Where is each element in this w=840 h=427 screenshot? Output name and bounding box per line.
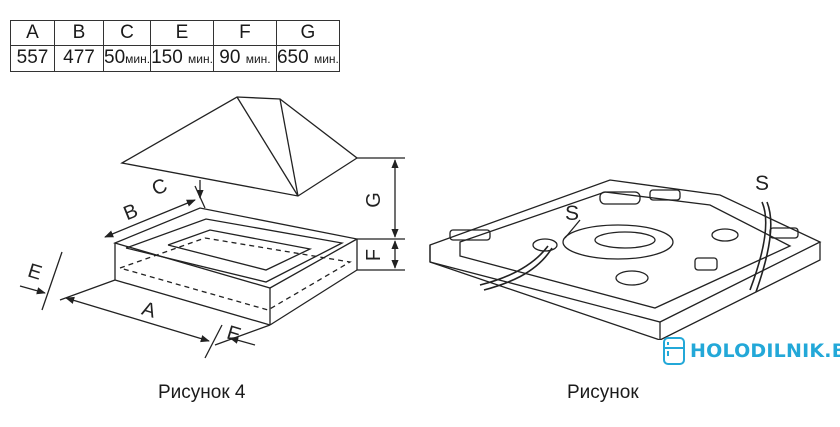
dim-label-g: G [363,192,385,208]
caption-figure-right: Рисунок [567,382,639,403]
hob-features [449,189,799,286]
value-f: 90 [219,47,246,68]
dimension-lines-gf [357,157,405,271]
cable-label-s-left: S [565,202,579,225]
dim-label-f: F [363,249,385,261]
dim-label-e-right: E [224,322,243,347]
hob-underside-drawing: S S [429,172,822,340]
fridge-icon [663,337,685,365]
value-cell-a: 557 [10,45,55,72]
header-cell-b: B [54,20,104,46]
caption-figure-4: Рисунок 4 [158,382,246,403]
cable-label-s-right: S [755,172,769,195]
value-g: 650 [276,47,314,68]
value-cell-f: 90 мин. [212,45,277,72]
dim-label-e-left: E [25,260,44,285]
value-b: 477 [63,47,95,68]
header-cell-e: E [150,20,214,46]
dimension-lines-bc [104,180,206,238]
value-cell-e: 150 мин. [150,45,214,72]
dimension-table: A B C E F G 557 477 50мин. 150 мин. 90 м… [10,20,340,72]
dim-label-b: B [120,200,141,225]
header-cell-a: A [10,20,55,46]
header-cell-f: F [212,20,277,46]
unit-g: мин. [313,52,339,66]
unit-f: мин. [245,52,271,66]
value-cell-g: 650 мин. [275,45,340,72]
hood-shape [120,96,359,197]
value-cell-c: 50мин. [102,45,152,72]
dimension-lines-ae [19,251,271,359]
unit-c: мин. [125,52,151,66]
value-c: 50 [104,47,126,68]
dim-label-a: A [139,298,159,323]
value-cell-b: 477 [54,45,104,72]
hood-installation-drawing: G F B C A E E [19,96,405,359]
value-e: 150 [151,47,189,68]
unit-e: мин. [188,52,213,66]
value-a: 557 [16,47,49,68]
dim-label-c: C [149,175,171,201]
power-cables [479,201,772,293]
table-value-row: 557 477 50мин. 150 мин. 90 мин. 650 мин. [10,45,340,72]
watermark-text: HOLODILNIK.BY [690,340,840,362]
watermark-logo: HOLODILNIK.BY [662,336,840,366]
table-header-row: A B C E F G [10,20,340,46]
